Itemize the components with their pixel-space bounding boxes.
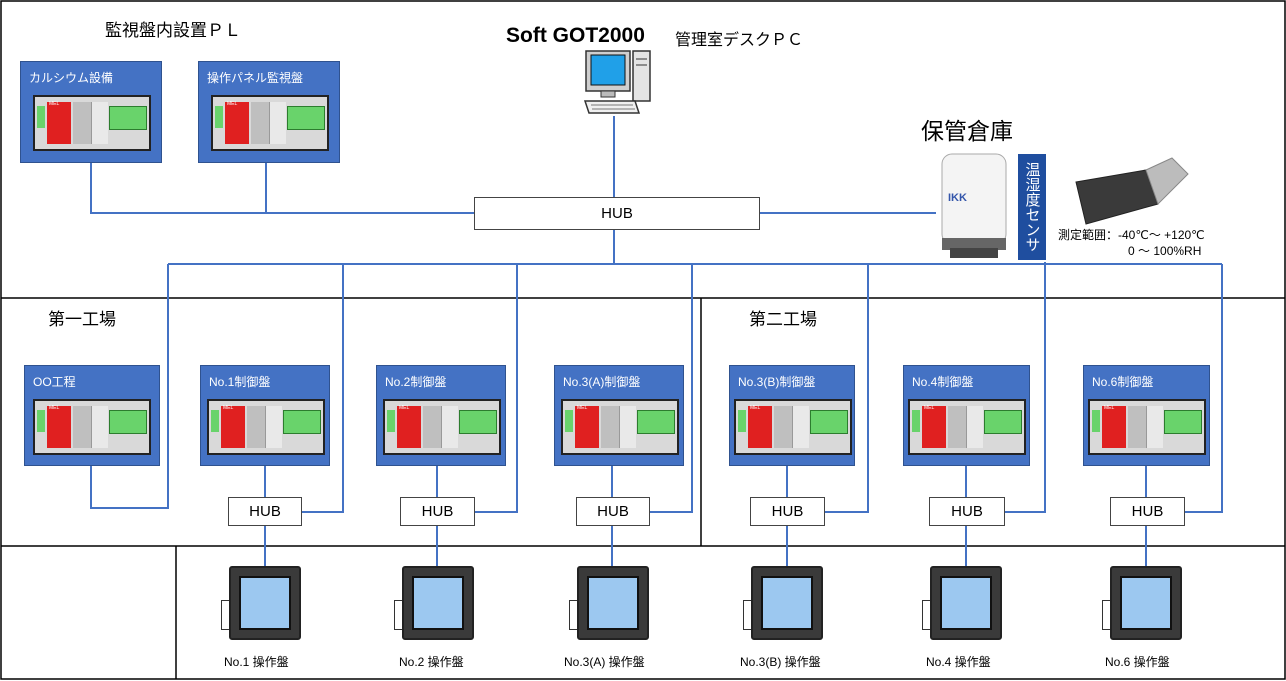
hmi-no6 (1110, 566, 1182, 640)
hmi-screen (761, 576, 813, 630)
panel-title: No.2制御盤 (385, 375, 447, 389)
panel-title: No.4制御盤 (912, 375, 974, 389)
hmi-screen (412, 576, 464, 630)
sensor-vertical-label: 温湿度センサ (1018, 154, 1046, 260)
plc-panel-no2: No.2制御盤 MEL (376, 365, 506, 466)
hmi-label-no2: No.2 操作盤 (399, 655, 464, 669)
panel-title: OO工程 (33, 375, 76, 389)
panel-title: No.6制御盤 (1092, 375, 1154, 389)
plc-unit-icon: MEL (561, 399, 679, 455)
desktop-pc-icon (583, 49, 653, 117)
panel-title: No.1制御盤 (209, 375, 271, 389)
hmi-screen (1120, 576, 1172, 630)
hub-no3b: HUB (750, 497, 825, 526)
plc-panel-oo-process: OO工程 MEL (24, 365, 160, 466)
hmi-screen (587, 576, 639, 630)
hub-no3a: HUB (576, 497, 650, 526)
sensor-range-temp: 測定範囲：-40℃～ +120℃ (1058, 228, 1205, 242)
plc-unit-icon: MEL (1088, 399, 1206, 455)
hmi-no3b (751, 566, 823, 640)
plc-panel-no6: No.6制御盤 MEL (1083, 365, 1210, 466)
factory1-label: 第一工場 (48, 310, 116, 330)
network-wires (90, 116, 1223, 566)
hmi-no2 (402, 566, 474, 640)
plc-panel-operation-monitor: 操作パネル監視盤 MEL (198, 61, 340, 163)
temperature-humidity-sensor: IKK 温湿度センサ 測定範囲：-40℃～ +120℃ 0 ～ 100%RH (936, 152, 1236, 262)
hmi-screen (940, 576, 992, 630)
sensor-brand: IKK (948, 192, 967, 204)
softgot-title: Soft GOT2000 (506, 24, 645, 47)
hmi-label-no6: No.6 操作盤 (1105, 655, 1170, 669)
hub-no2: HUB (400, 497, 475, 526)
plc-unit-icon: MEL (33, 95, 151, 151)
hmi-label-no3b: No.3(B) 操作盤 (740, 655, 821, 669)
panel-title: 操作パネル監視盤 (207, 71, 304, 85)
plc-unit-icon: MEL (211, 95, 329, 151)
panel-title: No.3(A)制御盤 (563, 375, 641, 389)
hmi-label-no4: No.4 操作盤 (926, 655, 991, 669)
hmi-screen (239, 576, 291, 630)
panel-pl-label: 監視盤内設置ＰＬ (105, 21, 241, 41)
plc-panel-no3b: No.3(B)制御盤 MEL (729, 365, 855, 466)
warehouse-label: 保管倉庫 (921, 119, 1013, 145)
hub-no1: HUB (228, 497, 302, 526)
plc-unit-icon: MEL (207, 399, 325, 455)
hub-no4: HUB (929, 497, 1005, 526)
panel-title: カルシウム設備 (29, 71, 114, 85)
sensor-range-humid: 0 ～ 100%RH (1128, 244, 1202, 258)
hmi-label-no1: No.1 操作盤 (224, 655, 289, 669)
plc-panel-calcium: カルシウム設備 MEL (20, 61, 162, 163)
hmi-no4 (930, 566, 1002, 640)
panel-title: No.3(B)制御盤 (738, 375, 816, 389)
plc-unit-icon: MEL (383, 399, 501, 455)
plc-unit-icon: MEL (33, 399, 151, 455)
hub-no6: HUB (1110, 497, 1185, 526)
main-hub: HUB (474, 197, 760, 230)
mgmt-pc-label: 管理室デスクＰＣ (675, 30, 804, 49)
sensor-icon (941, 153, 1189, 258)
plc-unit-icon: MEL (908, 399, 1026, 455)
plc-panel-no3a: No.3(A)制御盤 MEL (554, 365, 684, 466)
hmi-no1 (229, 566, 301, 640)
plc-panel-no1: No.1制御盤 MEL (200, 365, 330, 466)
plc-unit-icon: MEL (734, 399, 852, 455)
plc-panel-no4: No.4制御盤 MEL (903, 365, 1030, 466)
hmi-no3a (577, 566, 649, 640)
hmi-label-no3a: No.3(A) 操作盤 (564, 655, 645, 669)
factory2-label: 第二工場 (749, 310, 817, 330)
